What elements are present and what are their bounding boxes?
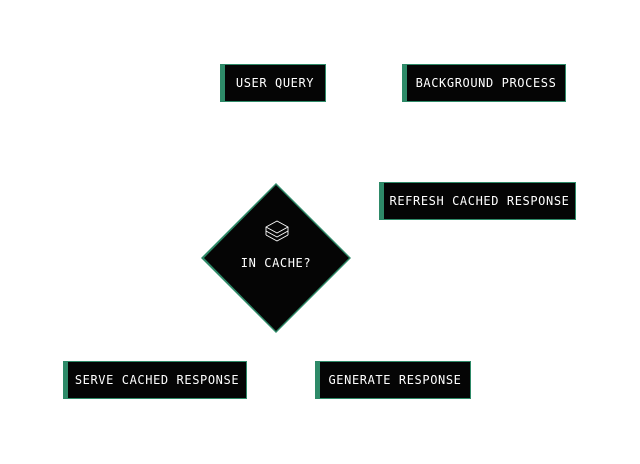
user-query-node: USER QUERY	[220, 64, 326, 102]
generate-response-node: GENERATE RESPONSE	[315, 361, 471, 399]
background-process-node: BACKGROUND PROCESS	[402, 64, 566, 102]
refresh-cached-response-node: REFRESH CACHED RESPONSE	[379, 182, 576, 220]
serve-cached-response-node: SERVE CACHED RESPONSE	[63, 361, 247, 399]
in-cache-decision-node	[201, 183, 351, 333]
in-cache-label: IN CACHE?	[240, 256, 312, 270]
layers-icon	[265, 220, 289, 242]
